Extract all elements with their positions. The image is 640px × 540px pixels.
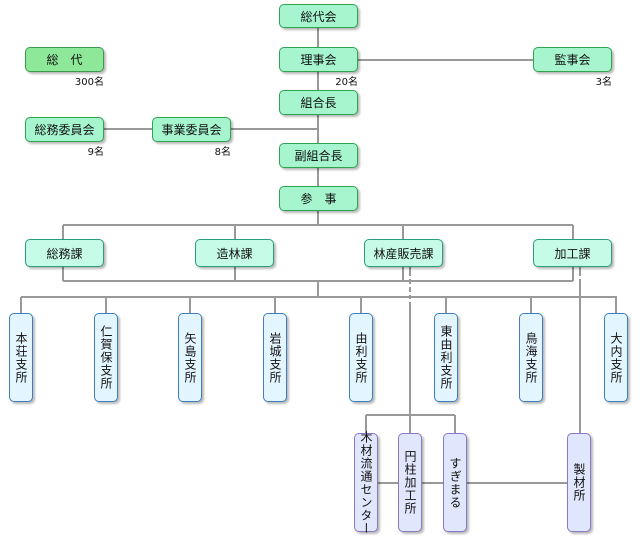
branch-nikaho[interactable]: 仁賀保支所	[94, 313, 118, 402]
branch-yuri[interactable]: 由利支所	[349, 313, 373, 402]
kanjikai-box[interactable]: 監事会	[533, 47, 612, 72]
dept-somu-label: 総務課	[46, 246, 83, 261]
sodaikai-label: 総代会	[300, 9, 337, 24]
branch-chokai-label: 鳥海支所	[524, 331, 538, 384]
branch-yashima-label: 矢島支所	[183, 331, 197, 384]
sanji-box[interactable]: 参 事	[279, 186, 358, 211]
sodai-count: 300名	[74, 77, 104, 88]
somu-iinkai-label: 総務委員会	[34, 123, 95, 137]
facility-sugimaru[interactable]: すぎまる	[443, 433, 467, 532]
branch-honjo[interactable]: 本荘支所	[9, 313, 33, 402]
sanji-label: 参 事	[300, 192, 337, 206]
sodai-box[interactable]: 総 代	[25, 47, 104, 72]
branch-higashiyuri-label: 東由利支所	[439, 325, 453, 390]
jigyo-iinkai-label: 事業委員会	[161, 123, 222, 137]
branch-honjo-label: 本荘支所	[14, 331, 28, 384]
dept-zorin[interactable]: 造林課	[195, 239, 274, 267]
jigyo-iinkai-box[interactable]: 事業委員会	[152, 117, 231, 142]
branch-yashima[interactable]: 矢島支所	[178, 313, 202, 402]
rijikai-box[interactable]: 理事会	[279, 47, 358, 72]
facility-seizaisho-label: 製材所	[572, 463, 586, 502]
branch-iwaki-label: 岩城支所	[268, 331, 282, 384]
jigyo-iinkai-count: 8名	[214, 147, 231, 158]
rijikai-label: 理事会	[300, 53, 337, 67]
facility-mokuzai-ryutsu-center[interactable]: 木材流通センター	[354, 430, 378, 535]
facility-enchu-kakosho-label: 円柱加工所	[403, 450, 417, 515]
kanjikai-label: 監事会	[554, 53, 591, 67]
dept-somu[interactable]: 総務課	[25, 239, 104, 267]
rijikai-count: 20名	[335, 77, 358, 88]
dept-rinsan-hanbai-label: 林産販売課	[373, 246, 434, 261]
branch-iwaki[interactable]: 岩城支所	[263, 313, 287, 402]
somu-iinkai-box[interactable]: 総務委員会	[25, 117, 104, 142]
sodaikai-box[interactable]: 総代会	[279, 4, 358, 28]
fuku-kumiaicho-box[interactable]: 副組合長	[279, 143, 358, 168]
kumiaicho-box[interactable]: 組合長	[279, 90, 358, 115]
kumiaicho-label: 組合長	[300, 96, 337, 110]
branch-ouchi[interactable]: 大内支所	[604, 313, 628, 402]
fuku-kumiaicho-label: 副組合長	[294, 149, 343, 163]
branch-nikaho-label: 仁賀保支所	[99, 325, 113, 390]
dept-kako-label: 加工課	[554, 246, 591, 261]
facility-enchu-kakosho[interactable]: 円柱加工所	[398, 433, 422, 532]
branch-ouchi-label: 大内支所	[609, 331, 623, 384]
branch-chokai[interactable]: 鳥海支所	[519, 313, 543, 402]
branch-yuri-label: 由利支所	[354, 331, 368, 384]
dept-zorin-label: 造林課	[216, 246, 253, 261]
dept-kako[interactable]: 加工課	[533, 239, 612, 267]
kanjikai-count: 3名	[595, 77, 612, 88]
facility-mokuzai-ryutsu-center-label: 木材流通センター	[359, 430, 373, 535]
branch-higashiyuri[interactable]: 東由利支所	[434, 313, 458, 402]
somu-iinkai-count: 9名	[87, 147, 104, 158]
facility-seizaisho[interactable]: 製材所	[567, 433, 591, 532]
sodai-label: 総 代	[46, 53, 83, 67]
facility-sugimaru-label: すぎまる	[448, 456, 462, 509]
dept-rinsan-hanbai[interactable]: 林産販売課	[364, 239, 443, 267]
